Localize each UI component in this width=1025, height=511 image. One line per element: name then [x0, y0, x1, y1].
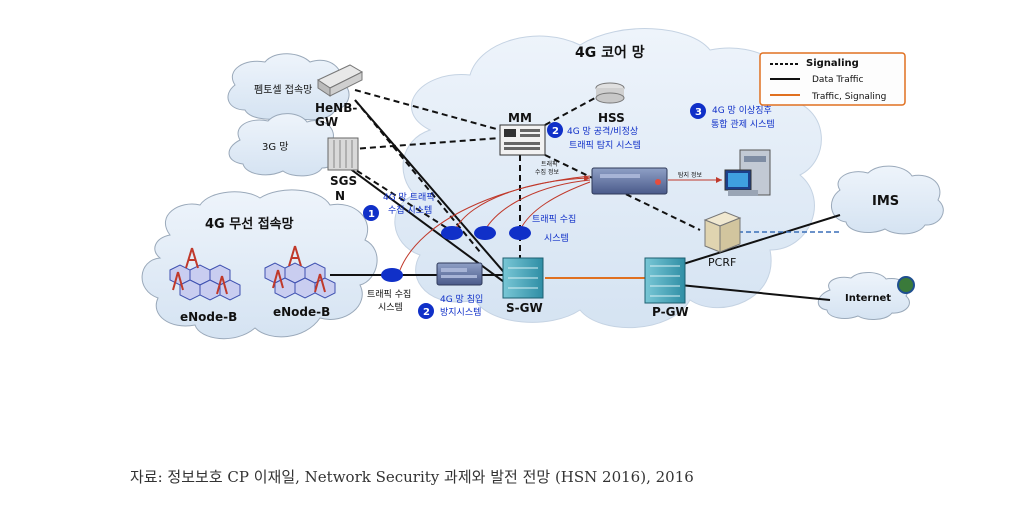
network-diagram: HeNB- GW SGS N MM HSS [141, 28, 944, 340]
system-3-number: 3 [695, 107, 702, 118]
system-2a-badge [547, 122, 563, 138]
monitoring-console-device [724, 149, 771, 196]
system-1-label-1: 4G 망 트래픽 [383, 192, 435, 203]
ims-label: IMS [872, 194, 899, 209]
enodeb-mesh-right [264, 262, 336, 299]
pcrf-label: PCRF [708, 256, 736, 269]
femtocell-label: 펨토셀 접속망 [254, 84, 312, 96]
hss-label: HSS [598, 111, 625, 125]
mme-device [499, 124, 546, 156]
collect-info-label-2: 수집 정보 [535, 169, 559, 176]
system-2b-number: 2 [423, 307, 430, 318]
system-2a-label-2: 트래픽 탐지 시스템 [569, 139, 641, 151]
system-3-label-2: 통합 관제 시스템 [711, 118, 775, 130]
core-network-title: 4G 코어 망 [575, 44, 645, 61]
legend-traffic-signaling: Traffic, Signaling [811, 92, 886, 102]
wireless-label: 4G 무선 접속망 [205, 216, 294, 232]
collection-sensors [381, 226, 531, 282]
enodeb-label-1: eNode-B [180, 310, 237, 324]
system-1-label-2: 수집 시스템 [388, 204, 432, 216]
3g-label: 3G 망 [262, 141, 289, 153]
enodeb-label-2: eNode-B [273, 305, 330, 319]
collect-left-label-1: 트래픽 수집 [367, 288, 411, 300]
internet-cloud [817, 272, 910, 320]
ips-device [436, 262, 483, 286]
internet-label: Internet [845, 293, 891, 304]
system-2b-label-2: 방지시스템 [440, 306, 481, 318]
globe-icon [897, 276, 915, 294]
system-2a-label-1: 4G 망 공격/비정상 [567, 125, 638, 137]
source-caption: 자료: 정보보호 CP 이재일, Network Security 과제와 발전… [130, 468, 694, 486]
system-2b-badge [418, 303, 434, 319]
pgw-device [644, 257, 686, 304]
system-3-badge [690, 103, 706, 119]
pcrf-device [703, 211, 742, 253]
detect-info-label: 탐지 정보 [678, 171, 702, 179]
sgsn-label-1: SGS [330, 174, 357, 188]
collect-info-label-1: 트래픽 [541, 160, 558, 168]
system-3-label-1: 4G 망 이상징후 [712, 105, 772, 116]
sgw-device [502, 257, 544, 299]
sgw-label: S-GW [506, 301, 543, 315]
system-1-badge [363, 205, 379, 221]
sgsn-label-2: N [335, 189, 345, 203]
henb-gw-device [316, 64, 364, 97]
wireless-access-cloud [141, 189, 378, 340]
hss-device [595, 82, 625, 104]
legend [759, 52, 906, 106]
collect-mid-label-2: 시스템 [544, 232, 569, 244]
sgsn-device [327, 137, 359, 171]
collect-mid-label-1: 트래픽 수집 [532, 213, 576, 225]
system-1-number: 1 [368, 209, 375, 220]
henb-gw-label-1: HeNB- [315, 101, 357, 115]
system-2a-number: 2 [552, 126, 559, 137]
detection-system-device [591, 167, 668, 195]
legend-data-traffic: Data Traffic [812, 75, 863, 85]
collection-flow-lines [399, 175, 722, 271]
mme-label: MM [508, 111, 532, 125]
ims-cloud [831, 165, 944, 235]
collect-left-label-2: 시스템 [378, 301, 403, 313]
femtocell-cloud [227, 53, 350, 121]
radio-towers [172, 245, 326, 295]
henb-gw-label-2: GW [315, 115, 338, 129]
pgw-label: P-GW [652, 305, 689, 319]
system-2b-label-1: 4G 망 침입 [440, 293, 483, 305]
legend-signaling: Signaling [806, 58, 859, 69]
